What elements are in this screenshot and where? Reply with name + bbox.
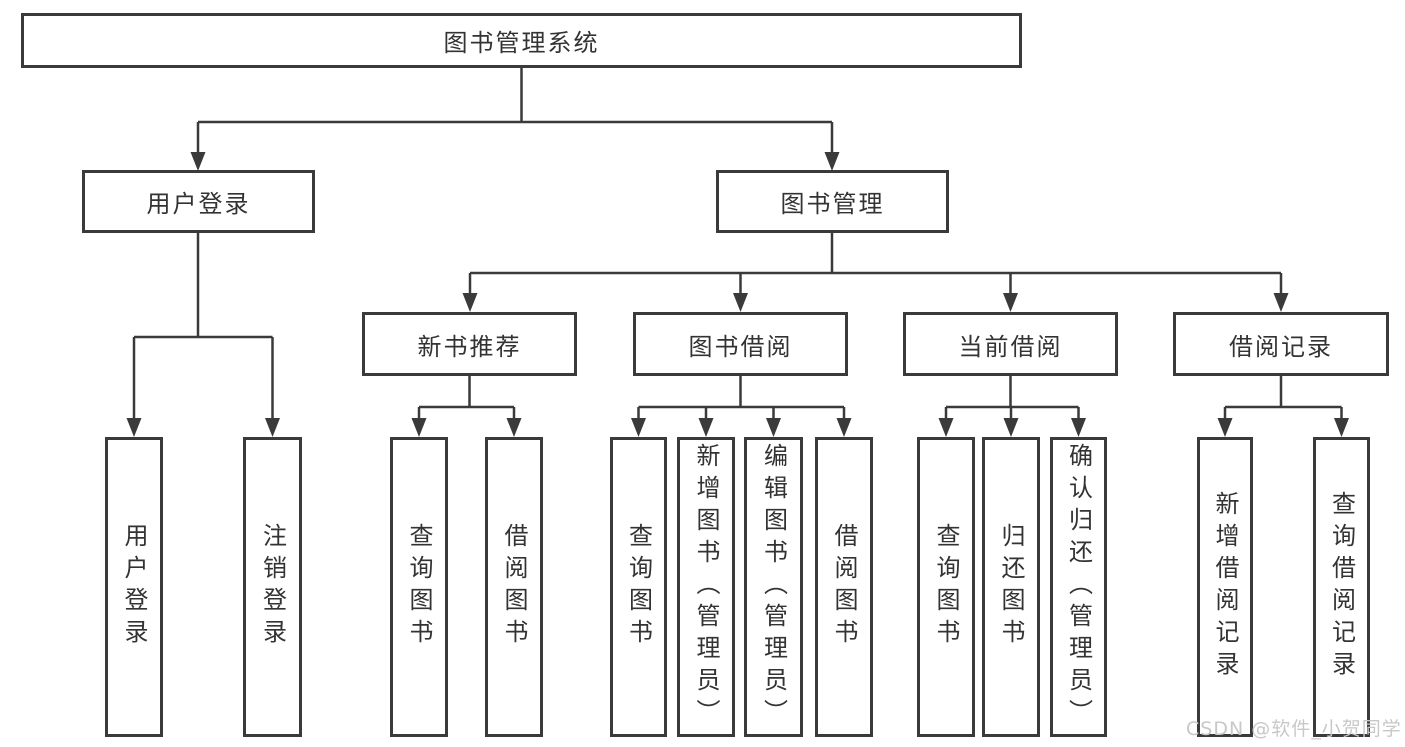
node-label: 图书管理系统: [443, 29, 600, 57]
leaf-query-books-borrow: 查询图书: [610, 437, 667, 737]
leaf-borrow-books: 借阅图书: [815, 437, 873, 737]
watermark: CSDN @软件_小贺同学: [1186, 718, 1402, 740]
node-borrow-records: 借阅记录: [1173, 312, 1389, 376]
leaf-add-borrow-record: 新增借阅记录: [1197, 437, 1253, 737]
node-library-system: 图书管理系统: [21, 13, 1022, 68]
leaf-label: 新增图书（管理员）: [692, 443, 720, 731]
node-current-borrowing: 当前借阅: [903, 312, 1118, 376]
leaf-label: 编辑图书（管理员）: [759, 443, 788, 731]
leaf-confirm-return-admin: 确认归还（管理员）: [1050, 437, 1107, 737]
connector-arrowheads: [126, 152, 1349, 437]
leaf-edit-book-admin: 编辑图书（管理员）: [744, 437, 803, 737]
leaf-query-borrow-record: 查询借阅记录: [1313, 437, 1370, 737]
leaf-label: 借阅图书: [500, 523, 528, 651]
leaf-label: 新增借阅记录: [1211, 491, 1239, 683]
leaf-label: 查询图书: [405, 523, 433, 651]
leaf-label: 归还图书: [997, 523, 1025, 651]
leaf-label: 借阅图书: [830, 523, 858, 651]
leaf-label: 注销登录: [258, 523, 287, 651]
leaf-query-books-recommend: 查询图书: [390, 437, 448, 737]
leaf-label: 确认归还（管理员）: [1064, 443, 1093, 731]
connector-lines: [132, 68, 1343, 420]
leaf-user-login: 用户登录: [105, 437, 163, 737]
node-book-borrowing: 图书借阅: [633, 312, 848, 376]
leaf-return-books: 归还图书: [982, 437, 1040, 737]
node-label: 图书借阅: [688, 332, 793, 361]
leaf-add-book-admin: 新增图书（管理员）: [677, 437, 735, 737]
leaf-logout: 注销登录: [243, 437, 302, 737]
leaf-label: 查询图书: [932, 523, 960, 651]
node-label: 用户登录: [146, 190, 251, 218]
leaf-query-books-current: 查询图书: [917, 437, 975, 737]
node-label: 新书推荐: [417, 332, 522, 361]
node-user-login: 用户登录: [82, 170, 315, 233]
node-label: 图书管理: [780, 190, 885, 218]
node-new-book-recommend: 新书推荐: [362, 312, 577, 376]
leaf-label: 用户登录: [120, 523, 148, 651]
leaf-label: 查询图书: [624, 523, 653, 651]
leaf-borrow-books-recommend: 借阅图书: [485, 437, 543, 737]
node-book-management: 图书管理: [716, 170, 949, 233]
leaf-label: 查询借阅记录: [1327, 491, 1356, 683]
node-label: 借阅记录: [1229, 332, 1333, 361]
node-label: 当前借阅: [958, 332, 1063, 361]
